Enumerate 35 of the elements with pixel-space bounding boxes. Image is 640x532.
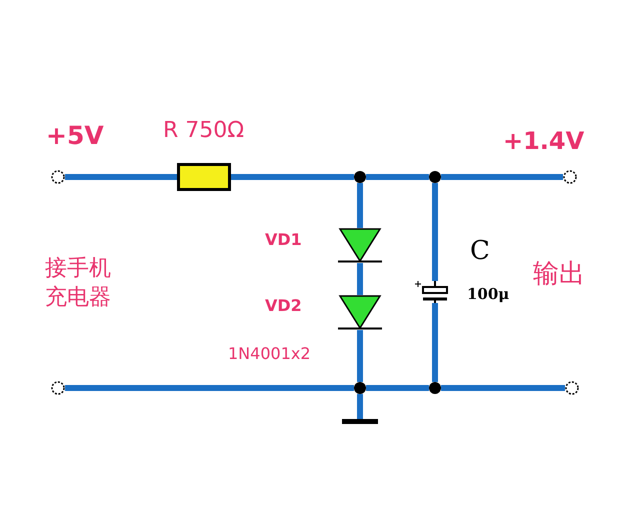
output-label: 输出 [533,258,585,291]
component-label: C [470,236,490,266]
component-label: R 750Ω [163,118,244,143]
junction-dot [354,171,366,183]
wire [441,385,565,391]
diode-symbol [338,295,382,330]
wire [357,394,363,419]
wire [357,183,363,228]
wire [441,174,563,180]
terminal-circle [563,170,577,184]
terminal-circle [565,381,579,395]
input-label: 接手机充电器 [45,255,112,312]
wire [65,385,354,391]
ground-symbol [342,419,378,424]
wire [366,385,429,391]
junction-dot [429,171,441,183]
wire [432,183,438,281]
junction-dot [354,382,366,394]
voltage-label: +1.4V [503,126,584,157]
wire [357,330,363,382]
junction-dot [429,382,441,394]
component-label: 100μ [467,285,510,303]
resistor-symbol [177,163,231,191]
component-label: VD1 [265,230,302,249]
part-number-label: 1N4001x2 [228,344,311,365]
terminal-circle [51,381,65,395]
diode-symbol [338,228,382,263]
wire [65,174,177,180]
wire [357,263,363,295]
wire [231,174,354,180]
terminal-circle [51,170,65,184]
wire [432,303,438,382]
voltage-label: +5V [46,120,104,152]
wire [366,174,429,180]
component-label: VD2 [265,296,302,315]
